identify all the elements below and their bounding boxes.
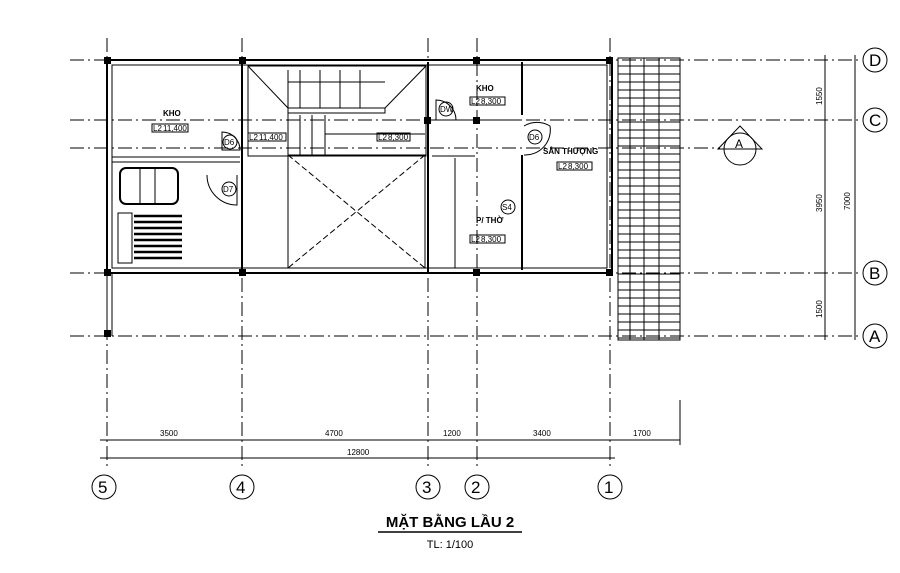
dim-total: 12800: [347, 448, 370, 457]
level-prefix: L2: [471, 97, 480, 106]
level-prefix: L2: [471, 235, 480, 244]
level-prefix: L2: [153, 124, 162, 133]
room-level: 8,300: [568, 162, 589, 171]
vertical-dimensions: 1550 3950 1500 7000: [815, 55, 856, 340]
door-tag: D6: [224, 138, 235, 147]
tag-s4: S4: [502, 203, 512, 212]
stair-level: 8,300: [388, 133, 409, 142]
dim-total: 7000: [843, 192, 852, 210]
dim-label: 1200: [443, 429, 461, 438]
section-mark: A: [716, 125, 764, 166]
level-prefix: L2: [558, 162, 567, 171]
open-void: [287, 154, 426, 269]
dim-label: 3500: [160, 429, 178, 438]
door-tag: D7: [223, 185, 234, 194]
roof-tile-strip: [617, 57, 681, 341]
grid-bubble: 1: [604, 478, 613, 497]
grid-bubble: 2: [471, 478, 480, 497]
drawing-scale: TL: 1/100: [427, 539, 473, 551]
room-name: KHO: [476, 84, 494, 93]
room-name: SÂN THƯỢNG: [543, 147, 598, 156]
dim-label: 1550: [815, 87, 824, 105]
grid-axes: [70, 38, 860, 470]
dim-label: 3950: [815, 194, 824, 212]
door-tag: D6: [529, 133, 540, 142]
horizontal-dimensions: 3500 4700 1200 3400 1700 12800: [100, 400, 681, 459]
walls: [104, 57, 613, 337]
grid-bubble: 3: [422, 478, 431, 497]
grid-bubble: 5: [98, 478, 107, 497]
row-bubbles: D C B A: [862, 47, 888, 349]
doors: D6 D7 DW D6 S4: [206, 99, 551, 215]
drawing-title: MẶT BẰNG LẦU 2: [386, 513, 514, 531]
room-level: 8,300: [481, 235, 502, 244]
dim-label: 4700: [325, 429, 343, 438]
grid-bubble: D: [869, 51, 881, 70]
grid-bubble: A: [869, 327, 881, 346]
column-bubbles: 5 4 3 2 1: [91, 474, 623, 500]
room-level: 8,300: [481, 97, 502, 106]
water-tank: [119, 167, 179, 205]
grid-bubble: C: [869, 111, 881, 130]
door-tag: DW: [440, 105, 454, 114]
level-prefix: L2: [249, 133, 258, 142]
dim-label: 3400: [533, 429, 551, 438]
dim-label: 1500: [815, 300, 824, 318]
room-name: KHO: [163, 109, 181, 118]
grid-bubble: 4: [236, 478, 245, 497]
grid-bubble: B: [869, 264, 880, 283]
dim-label: 1700: [633, 429, 651, 438]
room-level: 11,400: [163, 124, 187, 133]
staircase: [247, 65, 427, 157]
level-prefix: L2: [378, 133, 387, 142]
section-label: A: [735, 137, 743, 151]
stair-level: 11,400: [259, 133, 283, 142]
room-name: P/ THỜ: [476, 216, 503, 225]
solar-panel: [117, 212, 182, 264]
